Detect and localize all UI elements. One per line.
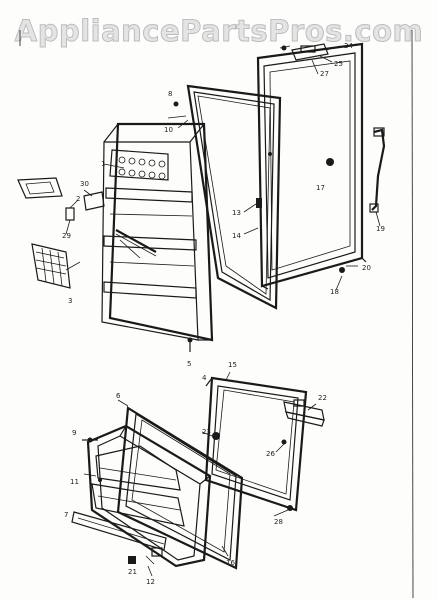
callout-16: 16 <box>226 559 235 567</box>
callout-24: 24 <box>344 42 353 50</box>
fresh-small-parts <box>82 432 293 565</box>
callout-15: 15 <box>228 361 237 369</box>
callout-23: 23 <box>202 428 211 436</box>
callouts: 1 2 3 4 5 6 7 8 9 10 11 12 13 14 15 16 1… <box>62 42 385 586</box>
callout-26: 26 <box>266 450 275 458</box>
callout-25: 25 <box>334 60 343 68</box>
callout-21: 21 <box>128 568 137 576</box>
door-top-bracket <box>279 43 329 61</box>
callout-14: 14 <box>232 232 241 240</box>
callout-20: 20 <box>362 264 371 272</box>
callout-27: 27 <box>320 70 329 78</box>
fresh-door-liner <box>86 424 212 568</box>
callout-7: 7 <box>64 511 68 519</box>
callout-1: 1 <box>101 160 105 168</box>
callout-2: 2 <box>76 195 80 203</box>
callout-9: 9 <box>72 429 76 437</box>
callout-4: 4 <box>202 374 207 382</box>
callout-5: 5 <box>187 360 191 368</box>
callout-22: 22 <box>318 394 327 402</box>
callout-17: 17 <box>316 184 325 192</box>
callout-10: 10 <box>164 126 173 134</box>
freezer-outer-door <box>256 42 367 290</box>
shelf-bar <box>71 511 167 551</box>
leader-lines <box>65 45 381 577</box>
callout-6: 6 <box>116 392 121 400</box>
callout-12: 12 <box>146 578 155 586</box>
callout-29: 29 <box>62 232 71 240</box>
callout-3: 3 <box>68 297 72 305</box>
freezer-screws <box>167 101 345 273</box>
watermark: AppliancePartsPros.com <box>14 14 424 49</box>
callout-18: 18 <box>330 288 339 296</box>
callout-28: 28 <box>274 518 283 526</box>
hinge-bracket <box>283 399 325 427</box>
freezer-door-liner <box>101 122 214 342</box>
fresh-outer-door <box>204 376 308 512</box>
door-handle <box>369 127 386 213</box>
callout-11: 11 <box>70 478 79 486</box>
callout-13: 13 <box>232 209 241 217</box>
callout-8: 8 <box>168 90 172 98</box>
callout-30: 30 <box>80 180 89 188</box>
callout-19: 19 <box>376 225 385 233</box>
page-border <box>19 29 414 599</box>
